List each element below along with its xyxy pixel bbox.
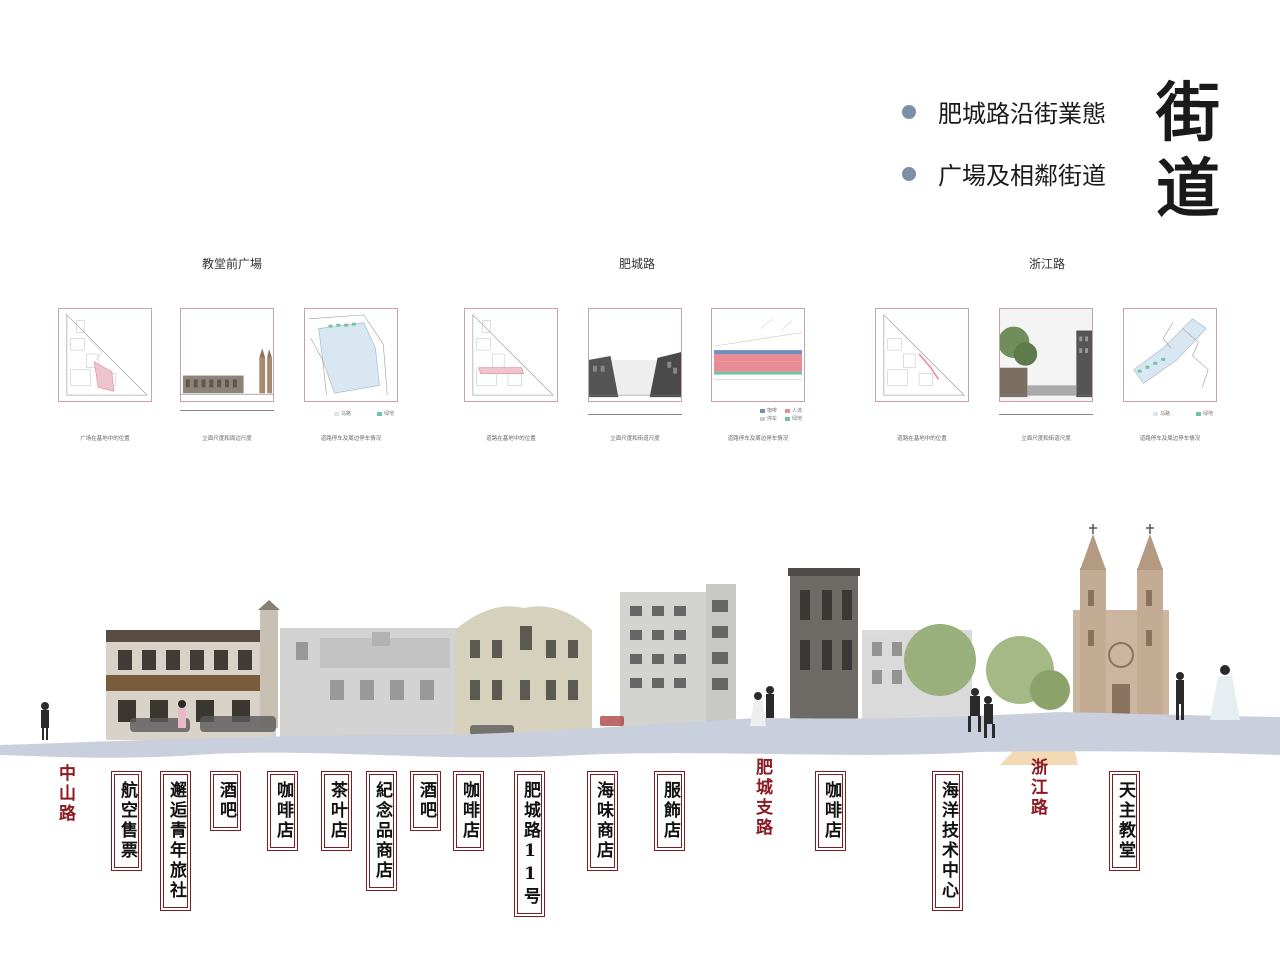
church-facade	[1073, 524, 1169, 720]
legend-item-business: 肥城路沿街業態	[902, 94, 1106, 129]
legend-label: 肥城路沿街業態	[938, 100, 1106, 128]
shop-label-seafood-shop: 海味商店	[587, 771, 618, 871]
panel-group-title: 肥城路	[618, 257, 656, 271]
shop-label-tea-shop: 茶叶店	[321, 771, 352, 851]
legend-swatch-people: 人流	[785, 407, 802, 414]
legend-text: 停车	[767, 416, 778, 422]
title-char-road: 道	[1156, 152, 1220, 227]
shop-label-cafe: 咖啡店	[815, 771, 846, 851]
parking-panel	[711, 308, 805, 402]
panel-caption: 道路停车及周边停车情况	[320, 436, 382, 442]
scale-bar	[588, 414, 682, 415]
road-label-zhejiang: 浙江路	[1027, 758, 1047, 818]
street-section-panel	[588, 308, 682, 402]
panel-caption: 道路在基地中的位置	[897, 436, 947, 442]
legend-swatch-green: 绿地	[1196, 410, 1213, 417]
bullet-dot-icon	[902, 166, 916, 181]
legend-swatch-parking: 停车	[760, 415, 777, 422]
elevation-panel	[180, 308, 274, 402]
panel-caption: 广场在基地中的位置	[80, 436, 130, 442]
shop-label-marine-tech-center: 海洋技术中心	[932, 771, 963, 911]
legend-swatch-green: 绿地	[785, 415, 802, 422]
road-label-zhongshan: 中山路	[55, 764, 75, 824]
legend-text: 马路	[1160, 411, 1171, 417]
panel-mini-legend: 马路 绿地	[1153, 410, 1213, 417]
shop-label-bar: 酒吧	[210, 771, 241, 831]
shop-label-airline-ticketing: 航空售票	[111, 771, 142, 871]
legend-item-square: 广場及相鄰街道	[902, 156, 1106, 191]
legend-text: 马路	[341, 411, 352, 417]
panel-caption: 道路停车及周边停车情况	[727, 436, 789, 442]
site-map-panel	[58, 308, 152, 402]
legend-text: 咖啡	[767, 408, 778, 414]
panel-group-title: 浙江路	[1028, 257, 1066, 271]
panel-caption: 道路在基地中的位置	[486, 436, 536, 442]
site-map-panel	[464, 308, 558, 402]
scale-bar	[180, 410, 274, 411]
panel-caption: 道路停车及周边停车情况	[1139, 436, 1201, 442]
shop-label-cafe: 咖啡店	[267, 771, 298, 851]
shop-label-souvenir-shop: 紀念品商店	[366, 771, 397, 891]
shop-label-clothing-shop: 服飾店	[654, 771, 685, 851]
shop-label-bar: 酒吧	[410, 771, 441, 831]
legend-text: 人流	[792, 408, 803, 414]
panel-caption: 立面尺度和街道尺度	[1021, 436, 1071, 442]
bullet-dot-icon	[902, 104, 916, 119]
street-elevation	[0, 524, 1280, 765]
legend-text: 绿地	[384, 411, 395, 417]
road-label-feicheng-branch: 肥城支路	[752, 758, 772, 838]
legend-swatch-cafe: 咖啡	[760, 407, 777, 414]
legend-label: 广場及相鄰街道	[938, 162, 1106, 190]
legend-text: 绿地	[1203, 411, 1214, 417]
parking-panel	[304, 308, 398, 402]
legend-swatch-road: 马路	[334, 410, 351, 417]
legend-swatch-green: 绿地	[377, 410, 394, 417]
shop-label-feicheng-11: 肥城路11号	[514, 771, 545, 917]
site-map-panel	[875, 308, 969, 402]
panel-caption: 立面尺度和街道尺度	[610, 436, 660, 442]
legend-text: 绿地	[792, 416, 803, 422]
shop-label-catholic-church: 天主教堂	[1109, 771, 1140, 871]
shop-label-youth-hostel: 邂逅青年旅社	[160, 771, 191, 911]
panel-group-title: 教堂前广場	[201, 257, 263, 271]
title-char-street: 街	[1156, 76, 1220, 151]
legend-swatch-road: 马路	[1153, 410, 1170, 417]
street-section-panel	[999, 308, 1093, 402]
panel-mini-legend: 马路 绿地	[334, 410, 394, 417]
panel-caption: 立面尺度和周边尺度	[202, 436, 252, 442]
panel-mini-legend: 咖啡 人流 停车 绿地	[760, 407, 802, 422]
scale-bar	[999, 414, 1093, 415]
parking-panel	[1123, 308, 1217, 402]
shop-label-cafe: 咖啡店	[453, 771, 484, 851]
